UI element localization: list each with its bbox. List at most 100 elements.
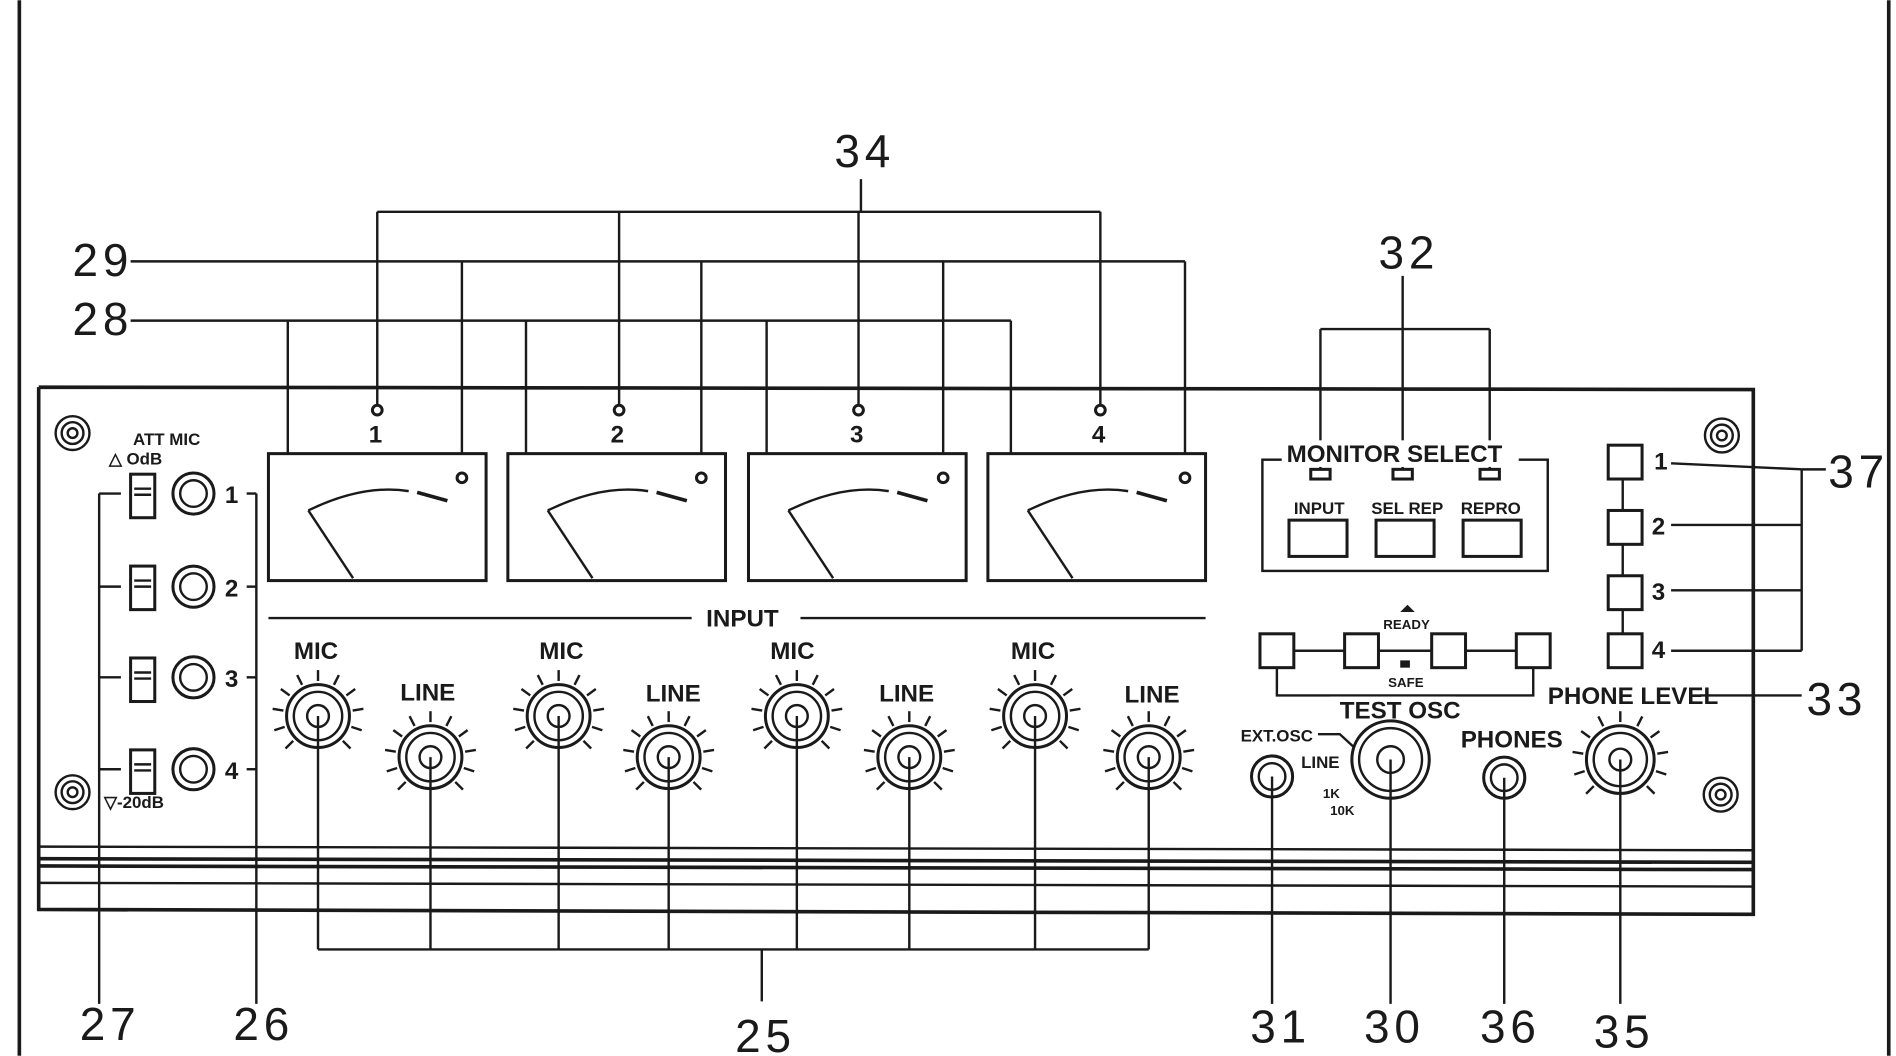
rec-button-4[interactable] [1514,632,1552,670]
att-switch-2[interactable] [129,564,157,612]
knob-tick [1636,715,1644,727]
callout-29: 29 [73,234,134,286]
knob-tick [871,729,882,738]
channel-select-button-2[interactable] [1606,508,1644,546]
vu-meter-3: 3 [746,403,968,583]
mic-label-1: MIC [294,638,338,665]
knob-tick [1001,739,1012,750]
knob-tick [692,781,703,791]
leader-lines-37 [1671,462,1826,652]
channel-select-label-1: 1 [1654,448,1667,475]
line-label-1: LINE [400,679,455,706]
knob-tick [386,766,398,773]
line-label-4: LINE [1125,682,1180,709]
monitor-select-title: MONITOR SELECT [1287,441,1503,468]
att-switch-3[interactable] [129,656,157,704]
channel-select-label-4: 4 [1652,637,1666,664]
knob-tick [1181,766,1193,773]
svg-text:1: 1 [369,422,382,449]
knob-tick [774,674,783,686]
rec-button-2[interactable] [1343,632,1380,670]
channel-select-button-3[interactable] [1606,574,1644,612]
leader-lines-bottom-right [1270,759,1622,1004]
knob-tick [989,707,1001,712]
mic-jack-2-label: 2 [225,575,238,602]
monitor-button-sel-rep[interactable] [1374,518,1436,558]
att-mic-title: ATT MIC [133,430,200,449]
ready-arrow-icon [1400,604,1415,613]
knob-tick [865,766,877,773]
mic-jack-2[interactable] [171,564,216,609]
mic-jack-4[interactable] [171,747,216,792]
knob-tick [763,739,773,750]
att-switch-1[interactable] [129,472,157,520]
knob-tick [1049,674,1057,686]
knob-tick [272,707,284,712]
knob-tick [752,725,764,732]
knob-tick [820,739,831,750]
mic-label-4: MIC [1011,638,1055,665]
line-label-2: LINE [646,681,701,708]
att-switch-4[interactable] [129,748,157,795]
callout-33: 33 [1807,673,1868,725]
mic-jack-1-label: 1 [225,482,238,509]
knob-tick [696,729,707,738]
callout-25: 25 [735,1010,796,1056]
knob-tick [831,707,843,712]
knob-tick [573,674,581,686]
svg-text:3: 3 [850,422,863,449]
svg-text:2: 2 [611,422,624,449]
knob-tick [1657,750,1669,755]
rec-button-3[interactable] [1430,632,1468,670]
channel-select-button-1[interactable] [1606,443,1644,481]
knob-tick [829,725,841,732]
monitor-led-repro [1478,467,1501,481]
knob-tick [1176,729,1187,738]
knob-tick [1573,769,1586,776]
mic-jack-1[interactable] [171,471,216,516]
knob-tick [701,766,713,773]
mic-label-2: MIC [539,638,583,665]
callout-26: 26 [233,998,294,1050]
corner-screw-icon [54,774,91,811]
leader-lines-34 [376,179,1102,406]
knob-tick [933,781,943,791]
knob-tick [350,725,363,732]
knob-tick [1059,739,1069,750]
knob-tick [703,748,715,753]
monitor-button-repro-label: REPRO [1461,499,1521,518]
vu-meter-4: 4 [986,403,1208,583]
knob-tick [1062,688,1073,697]
knob-tick [635,781,645,791]
leader-lines-28 [130,319,1013,470]
channel-select-button-4[interactable] [1606,632,1644,670]
callout-31: 31 [1250,1001,1311,1053]
knob-tick [352,707,364,712]
monitor-button-input[interactable] [1287,518,1349,558]
osc-line-label: LINE [1301,753,1340,772]
safe-marker-icon [1400,660,1410,668]
knob-tick [1172,781,1183,791]
knob-tick [1069,707,1081,712]
knob-tick [280,688,291,697]
rec-button-1[interactable] [1258,632,1296,670]
callout-37: 37 [1828,445,1889,497]
leader-lines-29 [130,260,1187,472]
knob-tick [392,729,403,738]
line-label-3: LINE [879,681,934,708]
input-section-title: INPUT [706,606,779,633]
front-panel [36,385,1756,917]
knob-tick [458,729,469,738]
mic-jack-3[interactable] [171,655,216,700]
callout-27: 27 [80,998,141,1050]
knob-tick [758,688,770,697]
knob-tick [1585,785,1595,795]
knob-tick [1163,715,1171,727]
monitor-button-input-label: INPUT [1294,499,1345,518]
knob-tick [623,748,635,753]
monitor-button-repro[interactable] [1461,518,1523,558]
knob-tick [1655,769,1667,776]
callout-35: 35 [1594,1005,1655,1056]
corner-screw-icon [1703,417,1741,454]
